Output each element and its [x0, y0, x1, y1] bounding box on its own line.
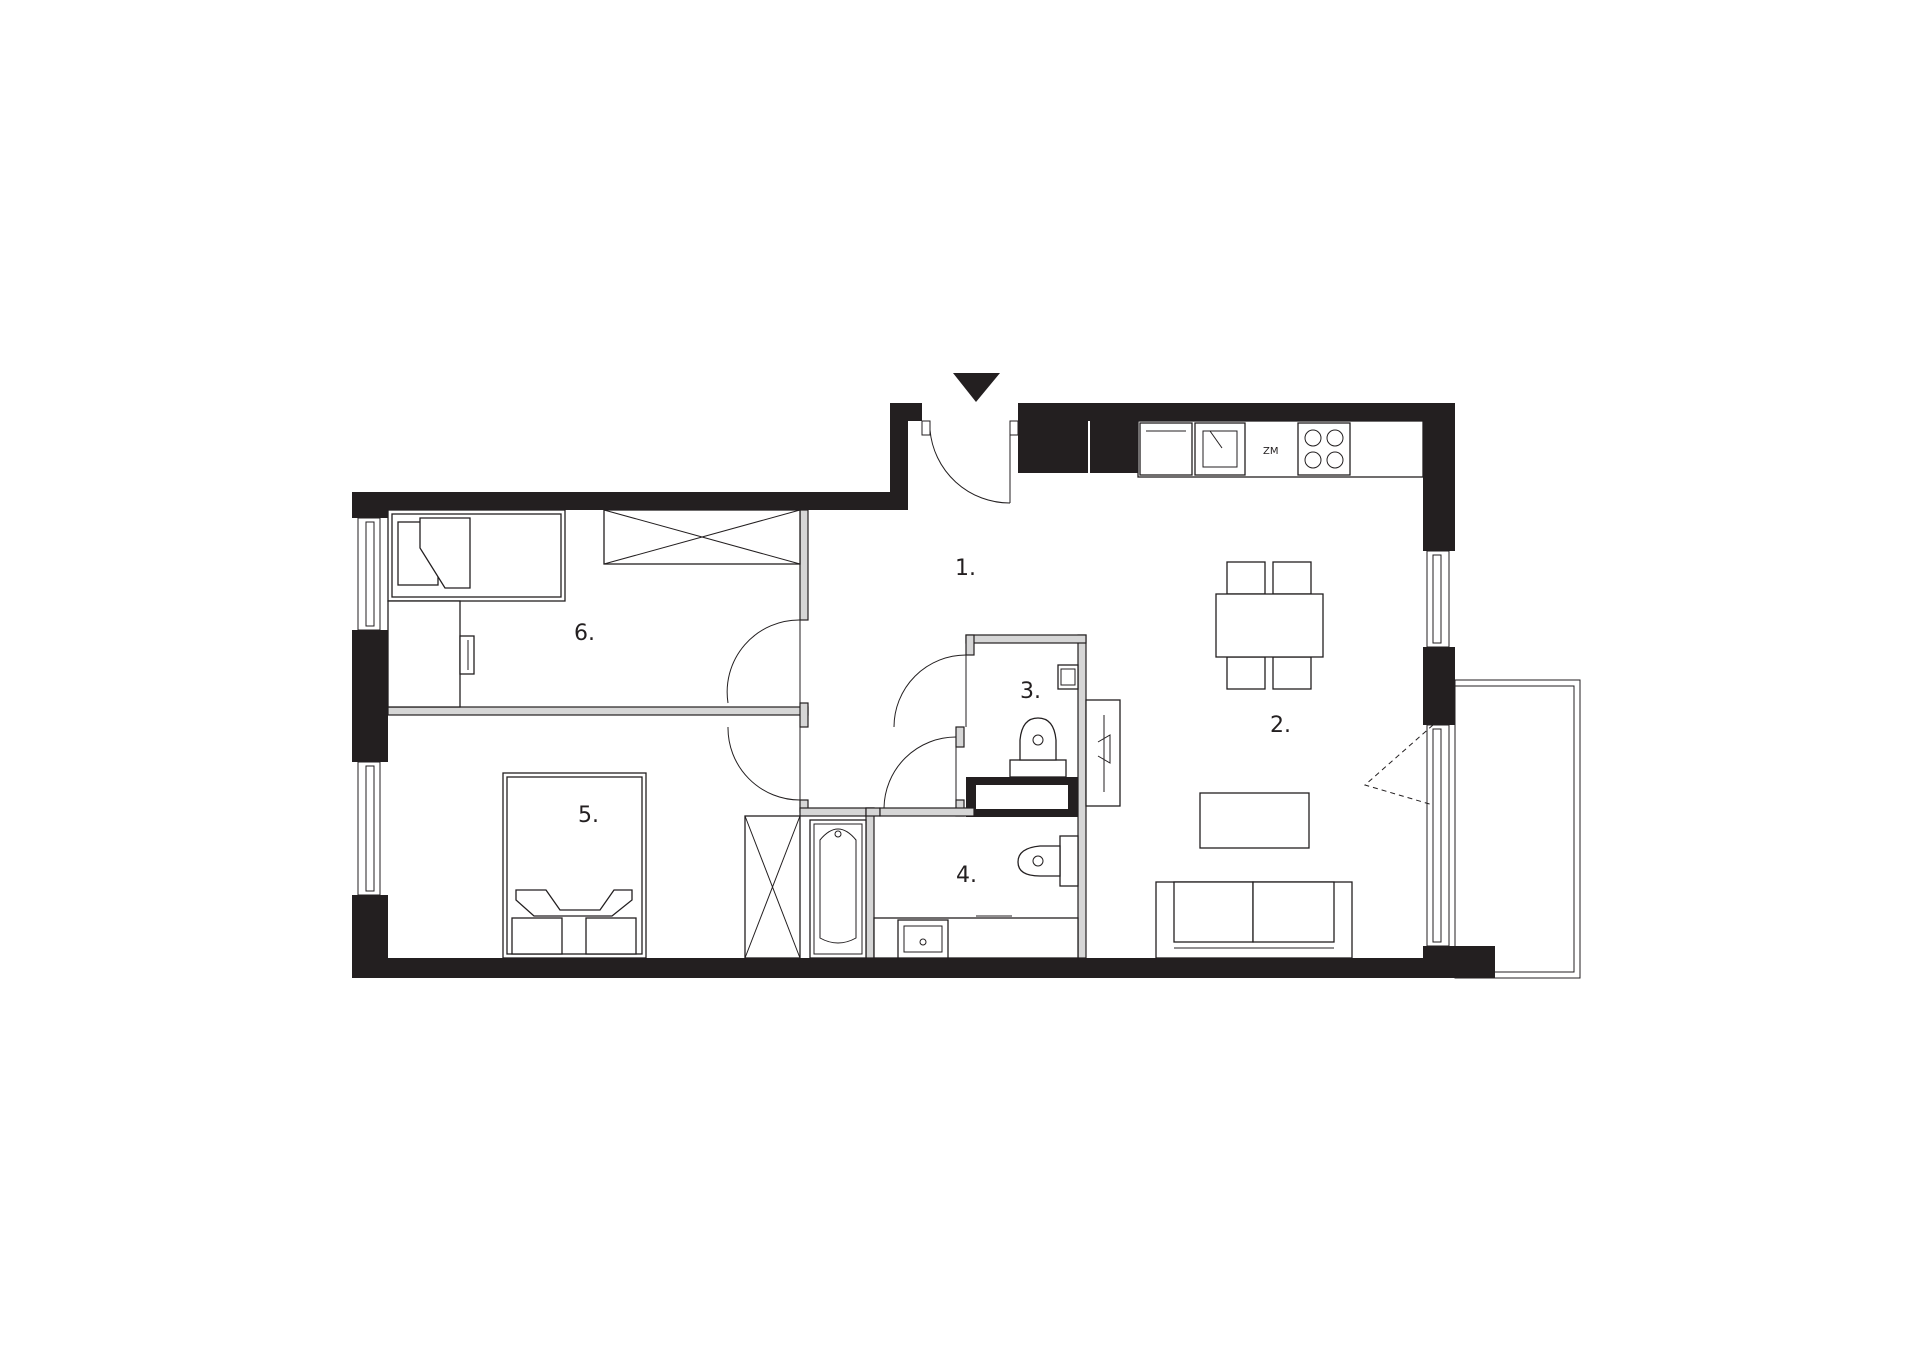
partitions: [387, 509, 1087, 959]
bathroom-toilet: [1017, 835, 1079, 887]
room-label-3: 3.: [1020, 679, 1041, 704]
sofa: [1155, 881, 1353, 959]
doors: [726, 420, 1434, 809]
room6-wardrobe: [603, 509, 801, 565]
room-label-1: 1.: [955, 556, 976, 581]
bathroom-vanity: [873, 915, 1079, 959]
room6-desk: [387, 600, 475, 708]
dining-set: [1215, 561, 1324, 690]
appliance-label: ZM: [1263, 446, 1278, 457]
hall-wardrobe: [744, 815, 801, 959]
bathtub: [809, 819, 867, 959]
exterior-walls: [352, 403, 1495, 978]
room-label-4: 4.: [956, 863, 977, 888]
tv-unit: [1085, 699, 1121, 807]
room-label-5: 5.: [578, 803, 599, 828]
room5-bed: [502, 772, 647, 959]
kitchen-counter: ZM: [1137, 420, 1424, 478]
wc-sink: [1057, 664, 1079, 690]
room-labels: 1. 2. 3. 4. 5. 6.: [574, 556, 1291, 888]
room6-bed: [387, 509, 566, 602]
wc-toilet: [1009, 717, 1067, 778]
room-label-2: 2.: [1270, 713, 1291, 738]
windows: [357, 517, 1450, 947]
coffee-table: [1199, 792, 1310, 849]
room-label-6: 6.: [574, 621, 595, 646]
entrance-arrow-icon: [953, 373, 1000, 402]
cooktop: [1297, 422, 1351, 476]
balcony: [1454, 679, 1581, 979]
